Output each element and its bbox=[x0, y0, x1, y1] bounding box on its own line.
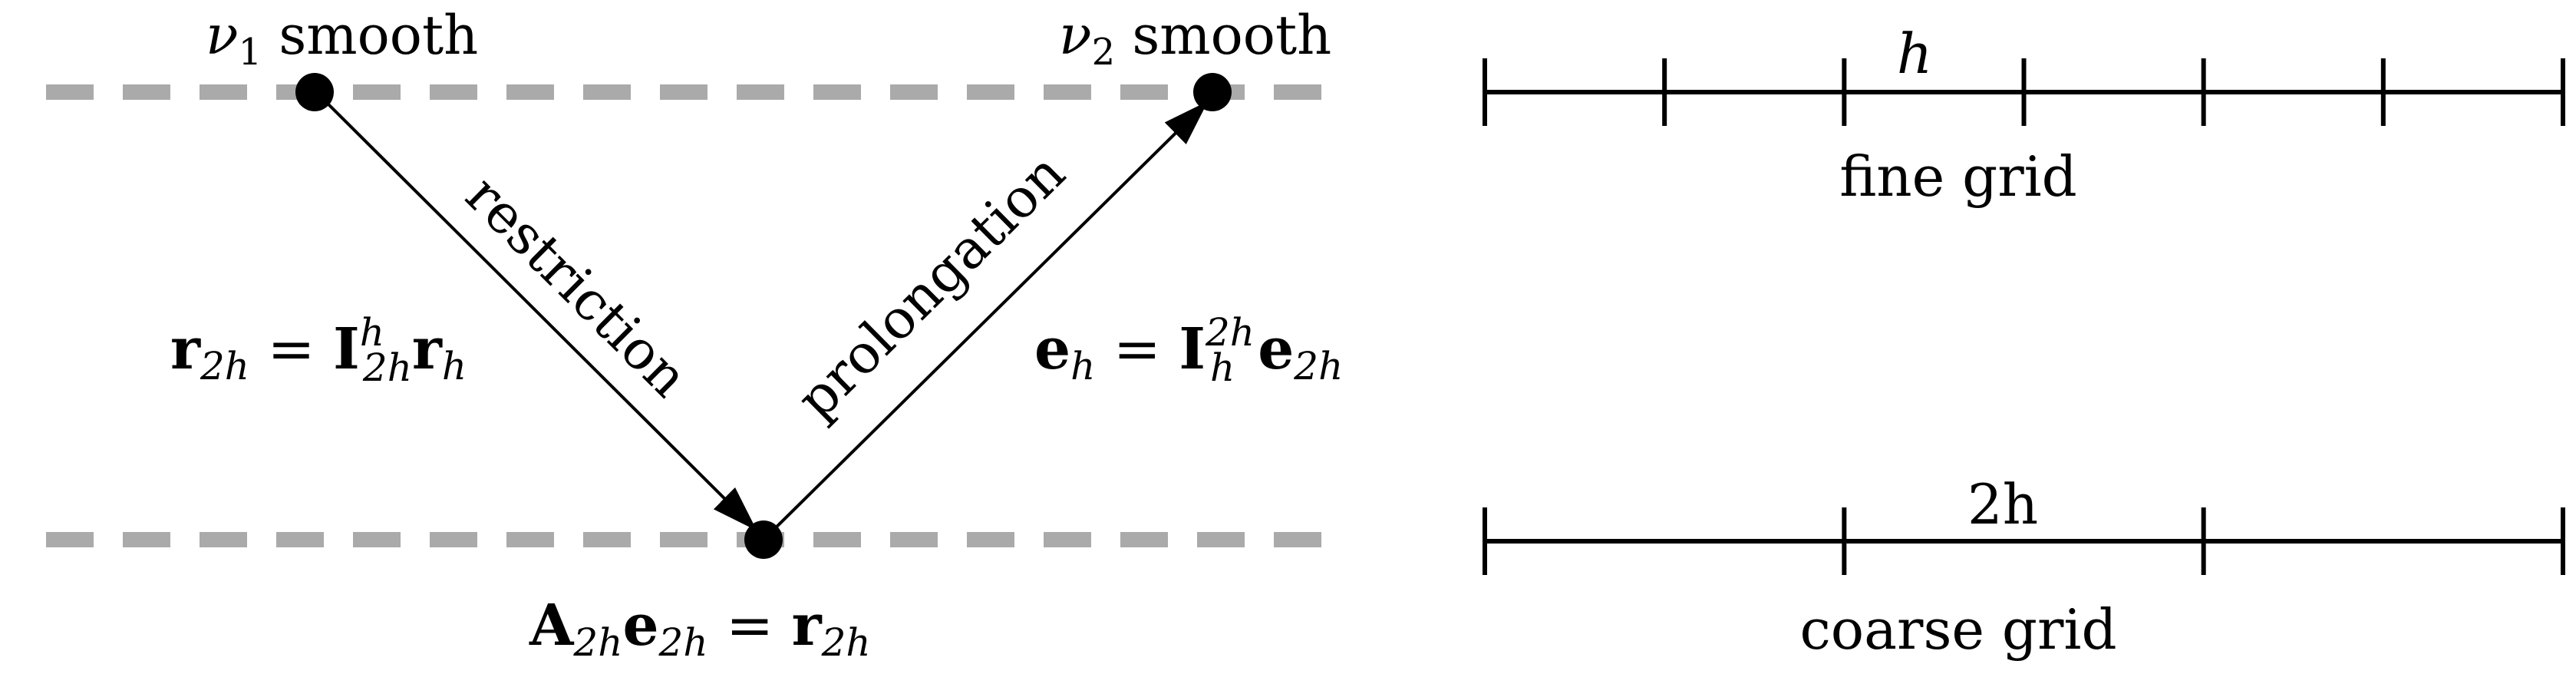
prolongation-arrow bbox=[762, 101, 1209, 541]
fine-grid-spacing-label: h bbox=[1897, 21, 1932, 86]
fine-left-node bbox=[295, 73, 334, 111]
coarse-node bbox=[744, 520, 783, 559]
nu2-smooth-label: ν2 smooth bbox=[1059, 4, 1331, 74]
coarse-grid bbox=[1483, 507, 2565, 575]
coarse-grid-spacing-label: 2h bbox=[1967, 472, 2038, 537]
fine-grid-caption: fine grid bbox=[1839, 144, 2077, 209]
prolongation-label: prolongation bbox=[785, 141, 1077, 431]
restriction-label: restriction bbox=[454, 164, 700, 409]
coarse-equation: A2he2h = r2h bbox=[529, 593, 871, 665]
fine-grid bbox=[1483, 58, 2565, 126]
fine-right-node bbox=[1193, 73, 1232, 111]
restriction-arrow bbox=[315, 91, 757, 531]
nu1-smooth-label: ν1 smooth bbox=[206, 4, 478, 74]
coarse-grid-caption: coarse grid bbox=[1799, 597, 2116, 662]
